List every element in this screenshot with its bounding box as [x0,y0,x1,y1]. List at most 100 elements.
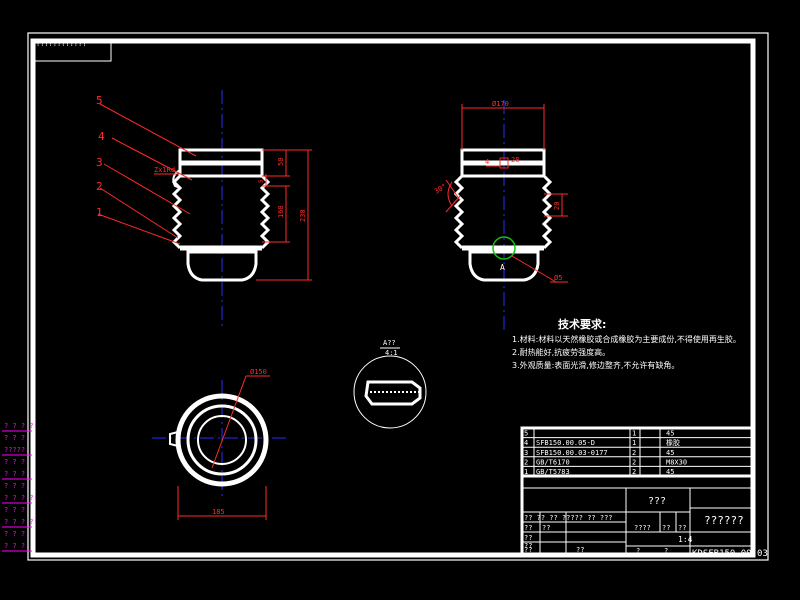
top-outer-ring [175,393,269,487]
leader-3 [103,163,191,215]
bom-cell: 45 [666,468,674,476]
detail-circle [353,355,427,429]
dim-angle-arc [447,181,453,207]
tb-scale: 1:4 [678,535,693,544]
bom-cell: 2 [632,468,636,476]
dim-thread: Zx1Rd [154,166,175,174]
tb-cell-5: ?? [662,524,670,532]
margin-label: ????? [4,446,25,454]
dim-angle-l2 [445,195,461,213]
bom-cell: 1 [632,430,636,438]
margin-label: ? ? ? ? [4,518,34,526]
part-label-2: 2 [96,180,103,193]
margin-label: ? ? ? [4,458,25,466]
dim-20: 20 [553,202,561,210]
tech-req-title: 技术要求: [558,317,606,331]
tb-cell-7: ?? [524,546,532,554]
margin-label: ? ? ? [4,542,25,550]
top-view: Ø150 185 [152,368,290,520]
dim-230: 230 [299,209,307,222]
dim-50: 50 [277,158,285,166]
leader-1 [97,213,181,245]
tb-cell-9: ?? [524,542,532,550]
tb-drawing-no: KDSFB150.00.03 [692,549,768,559]
bom-cell: 3 [524,449,528,457]
tb-cell-3: ?? [524,534,532,542]
margin-label: ? ? ? [4,470,25,478]
top-mid-ring [186,404,258,476]
dim-28-box [499,157,509,169]
dim-170: Ø170 [492,100,509,108]
front-bellows [171,174,271,250]
margin-label: ? ? ? [4,434,25,442]
part-label-1: 1 [96,206,103,219]
bom-cell: GB/T5783 [536,468,570,476]
tb-cell-4: ???? [634,524,651,532]
tb-row-text: ?? ?? ?? ????? ?? ??? [524,514,613,522]
side-view: A Ø170 4 28 30° 20 Ø5 [433,100,568,330]
left-margin-labels: ? ? ? ? ? ? ?????? ? ? ? ? ? ? ? ? ? ? ? ? ??… [2,422,34,552]
bom-cell: 45 [666,449,674,457]
margin-label: ? ? ? ? [4,422,34,430]
tb-cell-10: ? [636,547,640,555]
front-base [186,250,258,282]
dim-side: 5 [258,179,265,183]
part-label-4: 4 [98,130,105,143]
bom-cell: 5 [524,430,528,438]
dim-65: Ø5 [554,274,562,282]
tb-cell-6: ?? [678,524,686,532]
tb-cell-1: ?? [524,524,532,532]
dim-65-leader [511,255,557,283]
tb-label-right: ?????? [704,514,744,527]
bom-cell: 45 [666,430,674,438]
part-label-5: 5 [96,94,103,107]
bom-cell: SFB150.00.03-0177 [536,449,608,457]
tech-req-item-1: 1.材料:材料以天然橡胶或合成橡胶为主要成份,不得使用再生胶。 [512,334,741,344]
side-bellows [453,174,553,250]
bom-cell: 4 [524,439,528,447]
detail-view-a: A?? 4:1 [353,339,427,429]
tb-cell-8: ?? [576,546,584,554]
bom-cell: 1 [524,468,528,476]
leader-4 [111,137,193,181]
margin-label: ? ? ? [4,506,25,514]
bom-cell: M8X30 [666,458,687,466]
top-side-knob [169,431,179,447]
bom-cell: 2 [632,458,636,466]
title-block: ??? ?????? ?? ?? ?? ????? ?? ??? ?? ?? ?… [520,474,768,559]
title-block-frame [520,474,756,558]
dim-28: 28 [511,156,519,164]
detail-scale: 4:1 [385,349,398,357]
front-side-knob [172,169,181,189]
tb-cell-11: ? [664,547,668,555]
margin-label: ? ? ? [4,482,25,490]
dim-angle-l1 [445,179,461,201]
outer-frame [27,32,769,561]
leader-2 [99,187,179,239]
detail-profile [364,380,422,406]
dim-150-leader [211,375,247,469]
bom-cell: GB/T6170 [536,458,570,466]
front-view: 5 4 3 2 1 Zx1Rd 50 160 230 5 [96,90,312,330]
dim-160: 160 [277,205,285,218]
tb-label-mid: ??? [648,496,666,507]
tech-requirements: 技术要求: 1.材料:材料以天然橡胶或合成橡胶为主要成份,不得使用再生胶。 2.… [512,317,741,370]
side-base [468,250,540,282]
part-label-3: 3 [96,156,103,169]
bom-cell: 2 [632,449,636,457]
margin-label: ? ? ? ? [4,494,34,502]
bom-cell: SFB150.00.05-D [536,439,595,447]
bom-cell: 2 [524,458,528,466]
top-inner-ring [197,415,247,465]
label-a: A [500,263,505,272]
tb-cell-2: ?? [542,524,550,532]
detail-a-marker [492,236,516,260]
margin-label: ? ? ? [4,530,25,538]
tech-req-item-3: 3.外观质量:表面光滑,修边整齐,不允许有缺角。 [512,360,679,370]
dim-angle: 30° [433,182,448,195]
header-stamp-box [32,40,112,62]
dim-4: 4 [485,158,489,166]
